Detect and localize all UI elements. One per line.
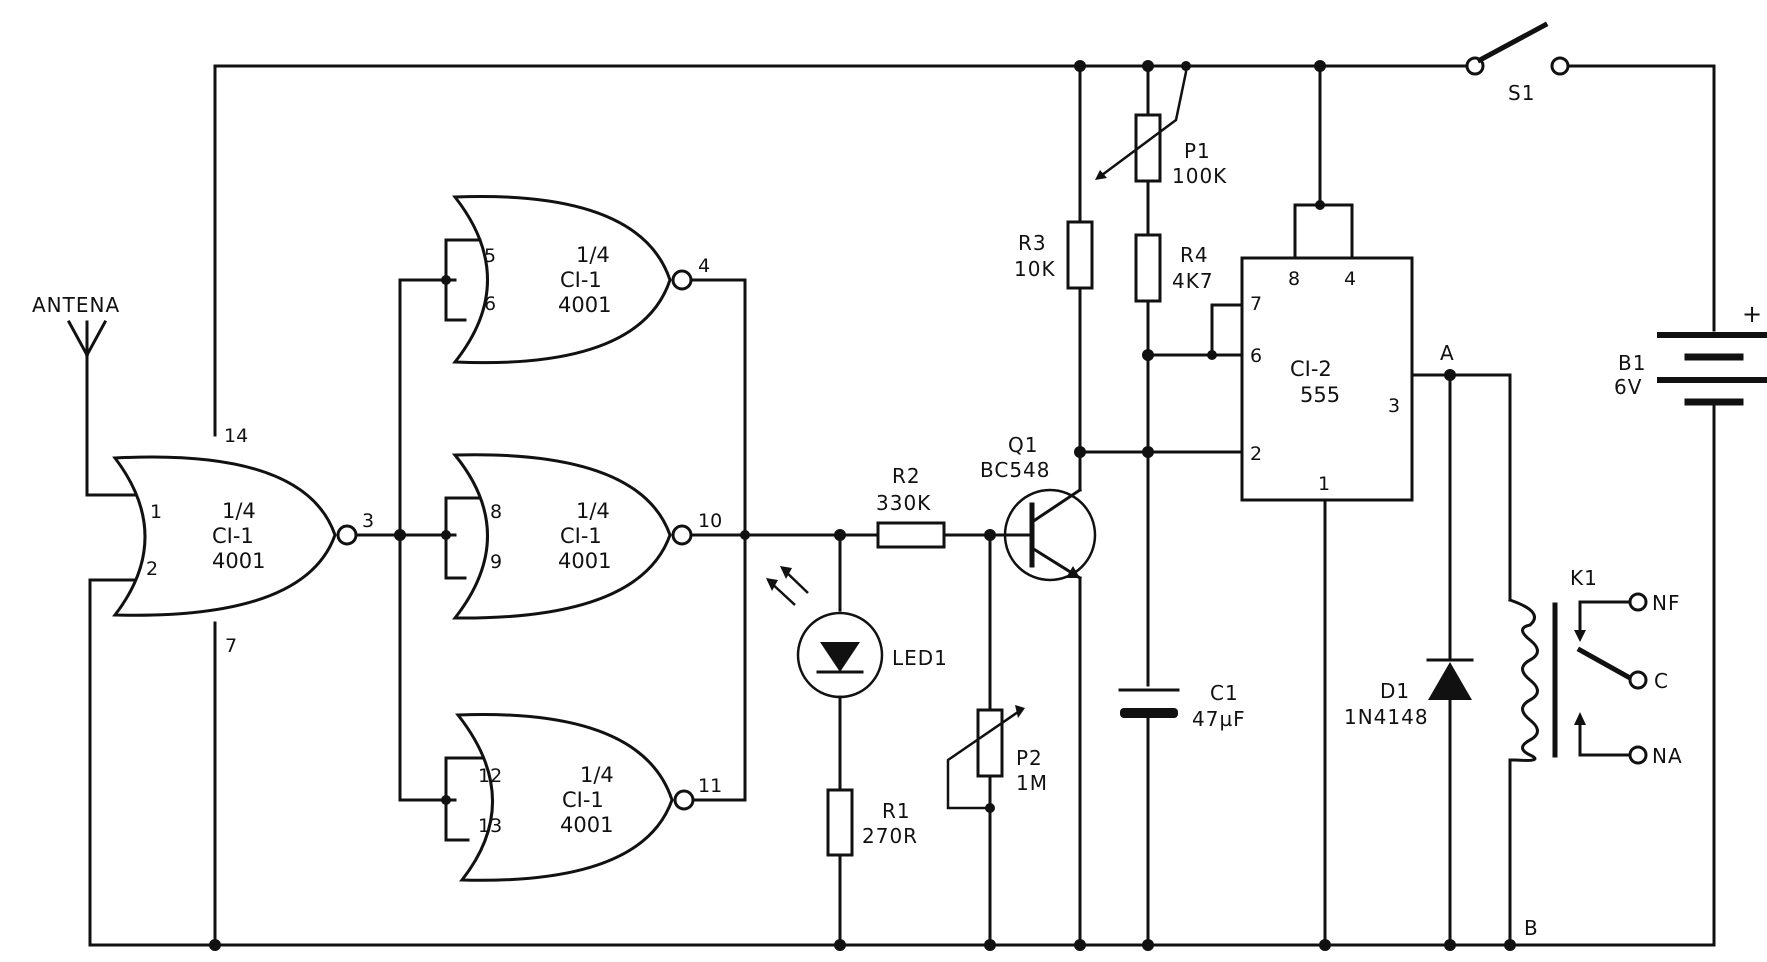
gate-1-pin-out: 3 (362, 510, 374, 532)
p2-label: P2 (1016, 746, 1043, 770)
gate-3-pin-in1: 8 (490, 501, 502, 523)
rail-junctions (209, 939, 221, 951)
antenna-label: ANTENA (32, 293, 120, 317)
gate1-output-bus (354, 278, 457, 802)
nor-gate-2: 1/4 CI-1 4001 5 6 4 (441, 195, 710, 365)
resistor-r2: R2 330K (876, 464, 1032, 549)
k1-label: K1 (1570, 566, 1598, 590)
gate-1-pin-vdd: 14 (224, 425, 248, 447)
d1-label: D1 (1380, 679, 1410, 703)
gate-3-name: CI-1 (560, 524, 602, 548)
gate-outputs-bus (689, 278, 880, 802)
gate-2-pin-in2: 6 (484, 293, 496, 315)
na-label: NA (1652, 744, 1683, 768)
p1-value: 100K (1172, 164, 1227, 188)
gate-2-pin-in1: 5 (484, 245, 496, 267)
r4-value: 4K7 (1172, 269, 1214, 293)
s1-label: S1 (1508, 81, 1535, 105)
gate-2-pin-out: 4 (698, 255, 710, 277)
ic-pin-6: 6 (1250, 345, 1262, 367)
ground-rail (88, 403, 1716, 947)
ic-pin-3: 3 (1388, 395, 1400, 417)
node-a-label: A (1440, 341, 1455, 365)
r1-label: R1 (882, 799, 911, 823)
gate-3-frac: 1/4 (576, 499, 610, 523)
gate-4-frac: 1/4 (580, 763, 614, 787)
b1-value: 6V (1614, 375, 1642, 399)
led1-label: LED1 (892, 646, 948, 670)
gate-3-part: 4001 (558, 549, 611, 573)
gate-4-part: 4001 (560, 813, 613, 837)
ic-555: 8 4 7 6 2 3 1 CI-2 555 (1240, 60, 1414, 951)
node-b-label: B (1524, 916, 1539, 940)
gate-3-pin-out: 10 (698, 510, 722, 532)
gate-1-frac: 1/4 (222, 499, 256, 523)
c1-label: C1 (1210, 681, 1239, 705)
output-node-a: A (1410, 341, 1512, 602)
gate-1-pin-in2: 2 (146, 558, 158, 580)
led1: LED1 (766, 529, 948, 792)
gate-4-name: CI-1 (562, 788, 604, 812)
nor-gate-1: 1/4 CI-1 4001 1 2 3 14 7 (112, 425, 374, 657)
capacitor-c1: C1 47µF (1118, 681, 1246, 951)
positive-rail (213, 64, 1716, 437)
gate-2-part: 4001 (558, 293, 611, 317)
ic-pin-1: 1 (1318, 473, 1330, 495)
gate-4-pin-in1: 12 (478, 765, 502, 787)
potentiometer-p1: P1 100K (1095, 60, 1227, 237)
nf-label: NF (1652, 591, 1680, 615)
gate-1-pin-vss: 7 (225, 635, 237, 657)
p2-value: 1M (1016, 771, 1048, 795)
r3-label: R3 (1018, 231, 1047, 255)
r1-value: 270R (862, 824, 918, 848)
gate-1-part: 4001 (212, 549, 265, 573)
transistor-q1: Q1 BC548 (980, 433, 1097, 951)
q1-value: BC548 (980, 458, 1051, 482)
ic-part: 555 (1300, 383, 1340, 407)
nor-gate-3: 1/4 CI-1 4001 8 9 10 (441, 453, 722, 620)
battery-plus-label: + (1742, 300, 1763, 328)
battery-b1: + B1 6V (1614, 300, 1767, 406)
gate-4-pin-out: 11 (698, 775, 722, 797)
gate-2-frac: 1/4 (576, 243, 610, 267)
switch-s1: S1 (1465, 21, 1570, 105)
gate-2-name: CI-1 (560, 268, 602, 292)
r4-label: R4 (1180, 243, 1209, 267)
c1-value: 47µF (1192, 707, 1246, 731)
b1-label: B1 (1618, 351, 1646, 375)
diode-d1: D1 1N4148 (1344, 373, 1474, 951)
d1-value: 1N4148 (1344, 705, 1429, 729)
relay-k1: K1 NF C NA B (1504, 566, 1683, 951)
gate-3-pin-in2: 9 (490, 551, 502, 573)
ic-pin-8: 8 (1288, 268, 1300, 290)
q1-label: Q1 (1008, 433, 1038, 457)
resistor-r1: R1 270R (826, 788, 918, 951)
ic-name: CI-2 (1290, 357, 1332, 381)
nor-gate-4: 1/4 CI-1 4001 12 13 11 (441, 713, 722, 882)
r2-value: 330K (876, 491, 931, 515)
gate-1-name: CI-1 (212, 524, 254, 548)
potentiometer-p2: P2 1M (946, 533, 1048, 951)
ic-pin-7: 7 (1250, 293, 1262, 315)
gate-1-pin-in1: 1 (150, 501, 162, 523)
gate-4-pin-in2: 13 (478, 815, 502, 837)
c-label: C (1654, 669, 1669, 693)
ic-pin-4: 4 (1344, 268, 1356, 290)
resistor-r4: R4 4K7 (1134, 233, 1244, 687)
antenna: ANTENA (32, 293, 152, 497)
resistor-r3: R3 10K (1014, 60, 1244, 458)
r2-label: R2 (892, 464, 921, 488)
p1-label: P1 (1184, 139, 1211, 163)
r3-value: 10K (1014, 257, 1056, 281)
ic-pin-2: 2 (1250, 443, 1262, 465)
